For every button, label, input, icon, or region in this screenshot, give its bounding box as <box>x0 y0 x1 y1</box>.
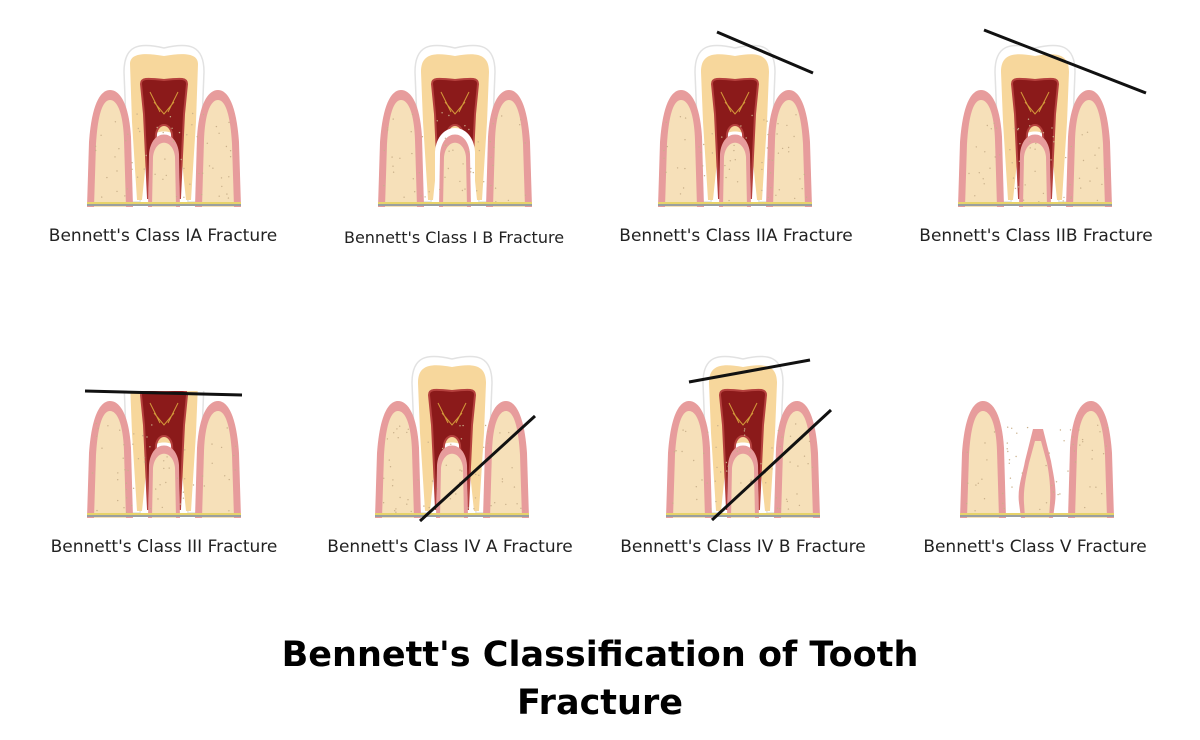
base-line <box>87 513 241 515</box>
fracture-line-iii <box>84 389 243 397</box>
label-class-iva: Bennett's Class IV A Fracture <box>327 537 573 557</box>
label-class-iii: Bennett's Class III Fracture <box>50 537 278 557</box>
page-title-line-1: Bennett's Classification of Tooth <box>281 635 919 675</box>
tooth-diagram-class-ia <box>84 42 244 212</box>
base-line <box>658 202 812 204</box>
page-title-line-2: Fracture <box>517 683 683 723</box>
gum-lobe <box>958 90 1004 207</box>
base-line <box>378 202 532 204</box>
fracture-line-iib <box>983 28 1147 95</box>
gum-lobe <box>483 401 529 518</box>
base-line <box>666 513 820 515</box>
gum-lobe <box>195 90 241 207</box>
fracture-line-ivb-crown <box>688 358 811 384</box>
gum-lobe <box>375 401 421 518</box>
gum-lobe <box>1066 90 1112 207</box>
tooth-diagram-class-iia <box>655 42 815 212</box>
label-class-ib: Bennett's Class I B Fracture <box>343 228 565 247</box>
base-line <box>960 513 1114 515</box>
tooth-diagram-class-v <box>957 353 1117 523</box>
tooth-diagram-class-ib <box>375 42 535 212</box>
gum-lobe <box>195 401 241 518</box>
base-line <box>958 202 1112 204</box>
gum-lobe <box>666 401 712 518</box>
gum-lobe <box>378 90 424 207</box>
label-class-v: Bennett's Class V Fracture <box>923 537 1147 557</box>
gum-lobe <box>87 90 133 207</box>
base-line <box>87 202 241 204</box>
label-class-ia: Bennett's Class IA Fracture <box>48 226 278 246</box>
gum-lobe <box>658 90 704 207</box>
fracture-line-ivb-root <box>710 408 833 522</box>
label-class-iib: Bennett's Class IIB Fracture <box>919 226 1153 246</box>
tooth-diagram-class-iib <box>955 42 1115 212</box>
label-class-ivb: Bennett's Class IV B Fracture <box>620 537 866 557</box>
tooth-diagram-class-iii <box>84 353 244 523</box>
gum-lobe <box>960 401 1006 518</box>
base-line <box>375 513 529 515</box>
gum-lobe <box>766 90 812 207</box>
gum-lobe <box>87 401 133 518</box>
tooth-diagram-class-iva <box>372 353 532 523</box>
tooth-diagram-class-ivb <box>663 353 823 523</box>
fracture-line-iia <box>716 30 814 75</box>
label-class-iia: Bennett's Class IIA Fracture <box>619 226 853 246</box>
fracture-line-iva <box>418 414 537 523</box>
